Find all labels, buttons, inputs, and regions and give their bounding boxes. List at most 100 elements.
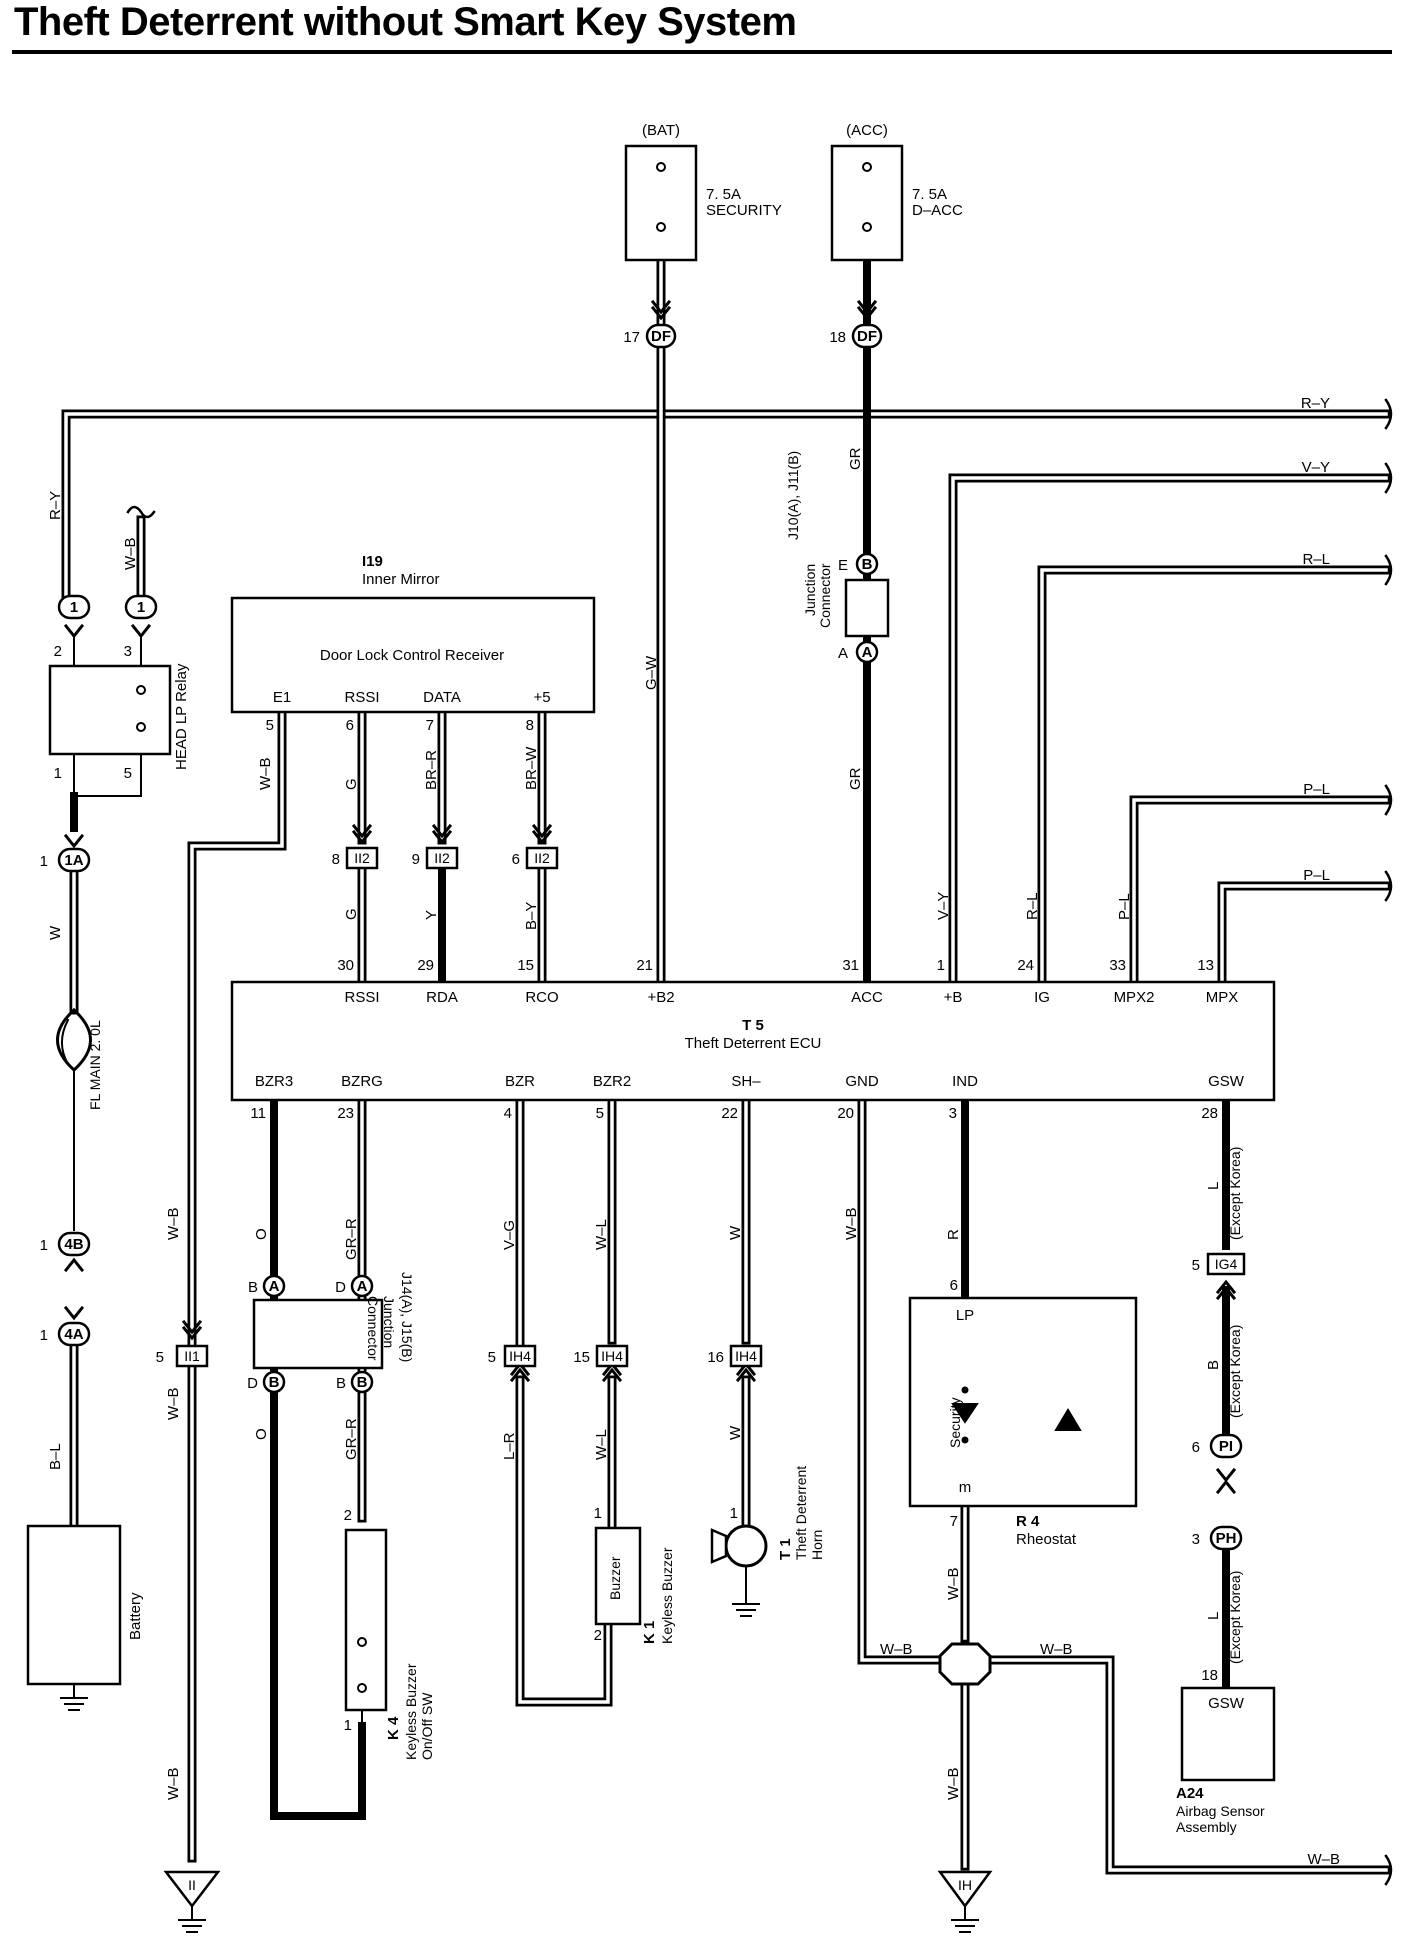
wire-label: R–L — [1024, 892, 1041, 920]
rheostat-diode — [1054, 1408, 1082, 1431]
connector-ih4 — [503, 1344, 537, 1368]
arrow-down — [531, 823, 553, 839]
connector-pin: 8 — [332, 851, 340, 868]
connector-ii2 — [525, 846, 559, 870]
wire-label: W–L — [593, 1429, 610, 1460]
connector-pin: 16 — [707, 1349, 724, 1366]
ecu-pin-name: BZR3 — [255, 1073, 293, 1090]
wire-label: B–L — [47, 1443, 64, 1470]
mirror-pin-number: 8 — [526, 717, 534, 734]
wire-p-l-2 — [1217, 881, 1391, 987]
connector-ph — [1209, 1525, 1243, 1551]
wire-continuation — [1384, 554, 1393, 586]
connector-pin: 5 — [488, 1349, 496, 1366]
ecu-pin-number: 24 — [1017, 957, 1034, 974]
connector-18-df-code: DF — [857, 328, 877, 345]
wire-label: W–B — [257, 757, 274, 790]
battery-label: Battery — [127, 1592, 144, 1640]
security-led — [951, 1403, 979, 1424]
rheostat-box — [908, 1296, 1138, 1508]
rheostat-lp: LP — [956, 1307, 974, 1324]
connector-ig4 — [1206, 1252, 1246, 1276]
ecu-pin-name: ACC — [851, 989, 883, 1006]
wire-label: W–B — [165, 1207, 182, 1240]
ecu-pin-name: MPX — [1206, 989, 1239, 1006]
wire-label: P–L — [1303, 781, 1330, 798]
ecu-pin-number: 15 — [517, 957, 534, 974]
connector-18-df — [851, 323, 883, 349]
mirror-code: I19 — [362, 553, 383, 570]
wire-r-l — [1037, 565, 1391, 987]
arrow-down — [431, 823, 453, 839]
junction-pin-letter: E — [838, 557, 848, 574]
fuse-name: SECURITY — [706, 202, 782, 219]
arrow-down — [63, 623, 85, 639]
airbag-sensor-box — [1180, 1686, 1276, 1782]
wire-p-l-2-inner — [1220, 884, 1388, 984]
wire-label: R–Y — [1301, 395, 1330, 412]
connector-4b-code: 4B — [64, 1236, 83, 1253]
wire-p-l-1-inner — [1132, 798, 1388, 984]
inner-mirror-box — [230, 596, 596, 714]
ecu-pin-number: 11 — [250, 1105, 266, 1122]
junction-dot — [70, 792, 78, 800]
pin-number: 2 — [594, 1627, 602, 1644]
pin-number: 2 — [344, 1507, 352, 1524]
wire-label: W–L — [593, 1219, 610, 1250]
wire-o — [270, 1096, 366, 1820]
junction-pin — [350, 1274, 374, 1298]
horn-icon — [710, 1528, 728, 1564]
ecu-pin-name: BZRG — [341, 1073, 383, 1090]
wire-p-l-1 — [1129, 795, 1391, 987]
junction-pin-b-letter: B — [862, 556, 873, 573]
junction-pin-a — [855, 640, 879, 664]
arrow-down — [351, 823, 373, 839]
wire-label: W–B — [843, 1207, 860, 1240]
connector-ih4-code: IH4 — [735, 1348, 757, 1364]
arrow-up — [63, 1257, 85, 1273]
r4-code: R 4 — [1016, 1513, 1040, 1530]
wire-label: L — [1205, 1612, 1222, 1620]
fuse-terminal — [656, 222, 666, 232]
wire-label: V–Y — [935, 892, 952, 920]
ground-ih — [937, 1870, 993, 1909]
ecu-pin-number: 3 — [949, 1105, 957, 1122]
junction-code: J14(A), J15(B) — [399, 1272, 415, 1362]
connector-pin: 1 — [40, 1327, 48, 1344]
connector-1a — [57, 847, 91, 873]
wire-label: Y — [423, 910, 440, 920]
mirror-pin-name: DATA — [423, 689, 461, 706]
junction-pin — [262, 1274, 286, 1298]
connector-17-df-code: DF — [651, 328, 671, 345]
connector-4a-code: 4A — [64, 1326, 83, 1343]
ecu-pin-name: +B2 — [647, 989, 674, 1006]
t1-name: Theft Deterrent — [793, 1466, 809, 1560]
wire-label: W–B — [945, 1767, 962, 1800]
pin-number: 1 — [344, 1717, 352, 1734]
connector-pin: 6 — [512, 851, 520, 868]
wire-label: W — [47, 925, 64, 940]
a24-code: A24 — [1176, 1785, 1204, 1802]
wire-w-b-right-inner — [988, 1658, 1388, 1872]
arrow-down — [856, 305, 878, 321]
arrow-down — [1215, 1467, 1237, 1483]
fuse-terminal — [862, 162, 872, 172]
junction-pin-letter: D — [247, 1375, 258, 1392]
junction-code: J10(A), J11(B) — [785, 451, 801, 540]
horn-icon — [724, 1524, 768, 1568]
junction-pin-letter: B — [336, 1375, 346, 1392]
ecu-pin-number: 28 — [1201, 1105, 1218, 1122]
wire-label: B — [1205, 1360, 1222, 1370]
connector-pin: 1 — [40, 1237, 48, 1254]
t1-code: T 1 — [777, 1538, 794, 1560]
arrow-down — [856, 299, 878, 315]
ground-code: IH — [958, 1877, 972, 1893]
connector-pin: 5 — [1192, 1257, 1200, 1274]
ecu-code: T 5 — [742, 1017, 764, 1034]
fuse-name: D–ACC — [912, 202, 963, 219]
wire-label: W — [727, 1425, 744, 1440]
wire-label: BR–W — [523, 746, 540, 790]
arrow-up — [509, 1367, 531, 1383]
wire-label: R — [945, 1229, 962, 1240]
junction-pin-letter: B — [248, 1279, 258, 1296]
